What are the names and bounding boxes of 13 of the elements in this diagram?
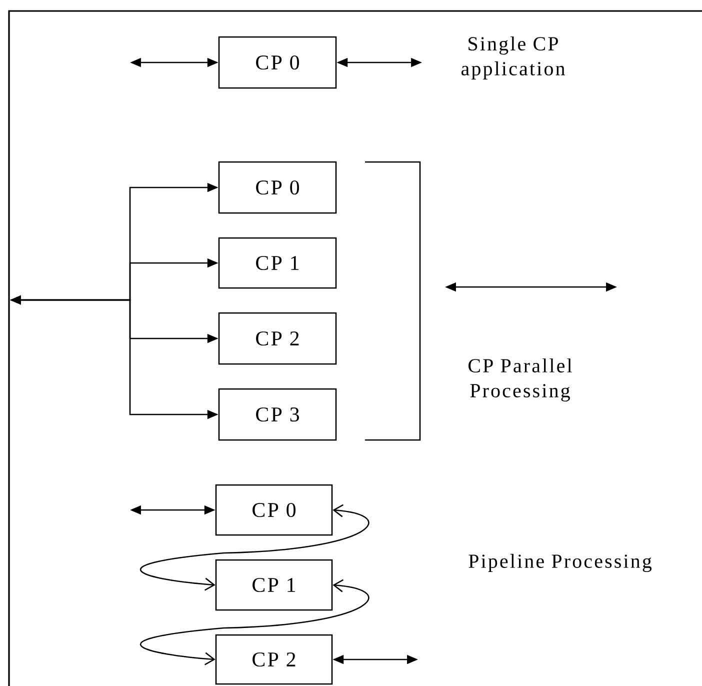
section-label: CP Parallel Processing <box>468 358 572 402</box>
curved-arrow <box>140 579 369 666</box>
process-box: CP 3 <box>218 388 337 441</box>
section-label: Single CP application <box>461 36 565 80</box>
process-box: CP 1 <box>218 237 337 289</box>
process-box: CP 2 <box>215 634 333 685</box>
process-box: CP 1 <box>215 559 333 611</box>
process-box: CP 0 <box>218 161 337 214</box>
process-box: CP 0 <box>215 484 333 536</box>
section-label: Pipeline Processing <box>468 554 652 572</box>
process-box: CP 0 <box>218 36 337 89</box>
process-box: CP 2 <box>218 312 337 365</box>
curved-arrow <box>140 504 369 591</box>
